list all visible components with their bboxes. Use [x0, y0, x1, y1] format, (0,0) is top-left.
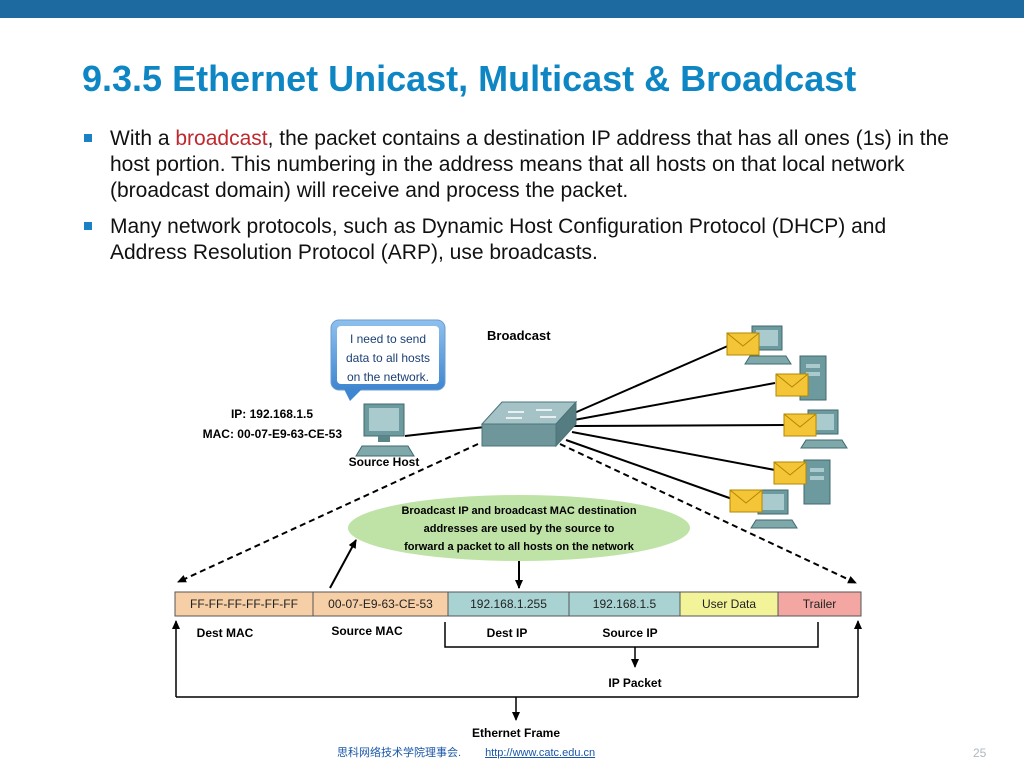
note-line-3: forward a packet to all hosts on the net…: [404, 541, 635, 553]
frame-field-0: [174, 591, 314, 617]
source-mac-arrow: [329, 539, 357, 589]
server-2-icon: [803, 459, 831, 505]
frame-field-text-3: 192.168.1.5: [593, 597, 657, 611]
footer-org: 思科网络技术学院理事会.: [337, 747, 462, 759]
frame-field-text-5: Trailer: [803, 597, 837, 611]
frame-field-4: [679, 591, 779, 617]
frame-field-text-4: User Data: [702, 597, 756, 611]
page-number: 25: [973, 746, 987, 760]
source-host-computer-icon: [355, 403, 415, 457]
source-host-label: Source Host: [349, 455, 420, 469]
frame-field-text-1: 00-07-E9-63-CE-53: [328, 597, 433, 611]
top-bar: [0, 0, 1024, 18]
frame-field-text-2: 192.168.1.255: [470, 597, 547, 611]
slide-title: 9.3.5 Ethernet Unicast, Multicast & Broa…: [82, 58, 857, 99]
dashed-arrow-left: [177, 443, 479, 583]
footer: 思科网络技术学院理事会. http://www.catc.edu.cn: [337, 744, 595, 760]
footer-link[interactable]: http://www.catc.edu.cn: [485, 747, 596, 759]
square-bullet-icon: [84, 222, 92, 230]
frame-field-1: [312, 591, 449, 617]
ip-packet-label: IP Packet: [608, 676, 661, 690]
dashed-arrow-right: [559, 443, 857, 584]
envelope-2-icon: [775, 373, 809, 397]
envelope-1-icon: [726, 332, 760, 356]
source-ip: IP: 192.168.1.5: [231, 407, 313, 421]
speech-bubble: I need to send data to all hosts on the …: [330, 319, 446, 401]
speech-line-3: on the network.: [347, 370, 429, 384]
speech-line-1: I need to send: [350, 332, 426, 346]
source-ip-label: Source IP: [602, 626, 657, 640]
dest-ip-label: Dest IP: [487, 626, 528, 640]
bullet-text: Many network protocols, such as Dynamic …: [110, 215, 887, 264]
broadcast-term: broadcast: [175, 127, 268, 150]
switch-links: [404, 344, 786, 501]
frame-field-5: [777, 591, 862, 617]
diagram-heading: Broadcast: [487, 328, 551, 343]
switch-icon: [480, 400, 578, 448]
note-ellipse: [348, 495, 690, 561]
envelope-3-icon: [783, 413, 817, 437]
bullet-protocols: Many network protocols, such as Dynamic …: [84, 214, 964, 266]
source-mac-label: Source MAC: [331, 624, 403, 638]
ethernet-frame: FF-FF-FF-FF-FF-FF 00-07-E9-63-CE-53 192.16…: [174, 591, 862, 617]
frame-field-3: [568, 591, 681, 617]
ip-packet-bracket: [444, 622, 819, 648]
bullet-text-prefix: With a: [110, 127, 176, 150]
dest-mac-label: Dest MAC: [197, 626, 254, 640]
source-mac: MAC: 00-07-E9-63-CE-53: [203, 427, 343, 441]
bullet-text-suffix: , the packet contains a destination IP a…: [110, 127, 949, 202]
speech-line-2: data to all hosts: [346, 351, 430, 365]
envelope-5-icon: [729, 489, 763, 513]
square-bullet-icon: [84, 134, 92, 142]
envelope-4-icon: [773, 461, 807, 485]
ethernet-frame-label: Ethernet Frame: [472, 726, 560, 740]
note-line-1: Broadcast IP and broadcast MAC destinati…: [401, 505, 636, 517]
bullet-list: With a broadcast, the packet contains a …: [84, 126, 964, 276]
frame-field-text-0: FF-FF-FF-FF-FF-FF: [190, 597, 298, 611]
host-computer-3-icon: [750, 489, 798, 529]
note-line-2: addresses are used by the source to: [424, 523, 615, 535]
bullet-broadcast: With a broadcast, the packet contains a …: [84, 126, 964, 204]
